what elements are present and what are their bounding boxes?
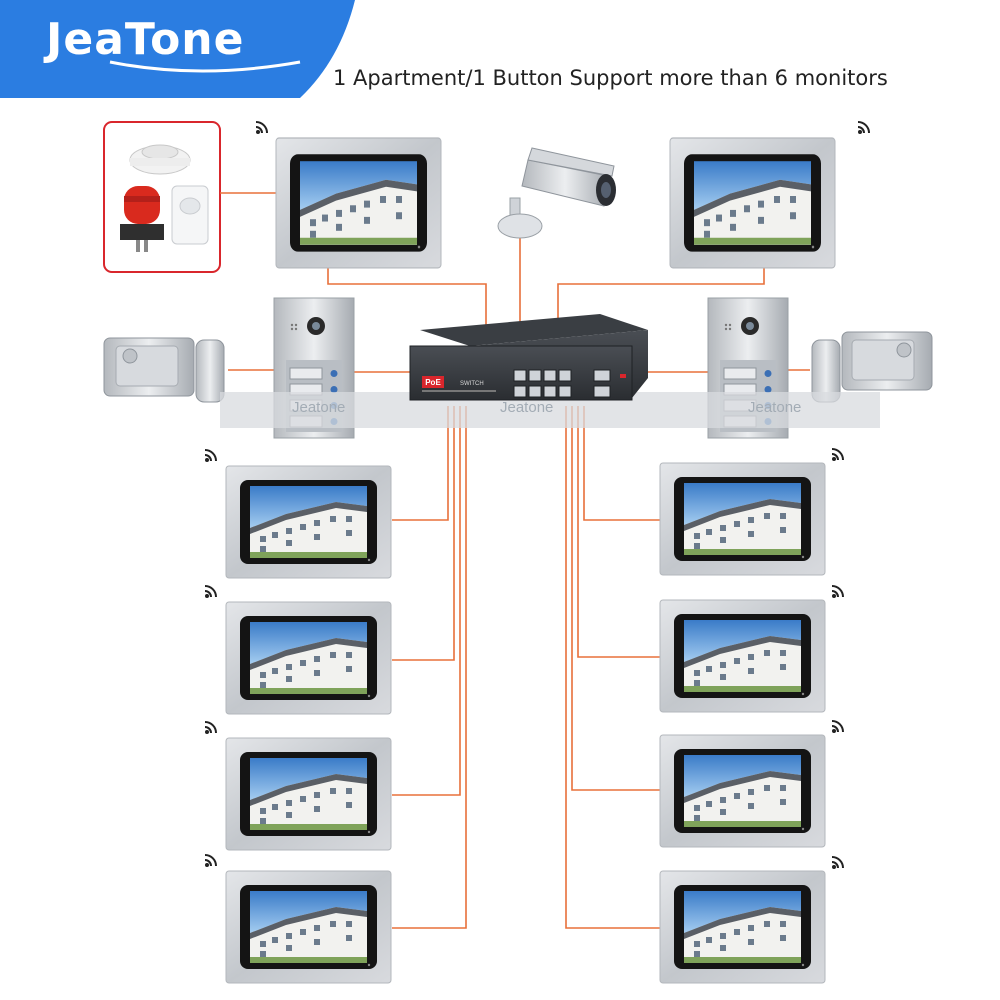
alarm-sensors-panel bbox=[103, 121, 221, 273]
wifi-icon bbox=[204, 585, 217, 599]
wifi-icon bbox=[831, 720, 844, 734]
watermark: Jeatone bbox=[748, 399, 801, 416]
call-button-indicator bbox=[764, 386, 772, 393]
poe-badge-text: PoE bbox=[425, 378, 441, 387]
poe-switch: PoE SWITCH bbox=[409, 314, 648, 401]
monitor-right-3 bbox=[659, 720, 844, 848]
monitor-left-3 bbox=[204, 721, 392, 851]
electric-lock-left-icon bbox=[103, 337, 225, 403]
monitor-right-1 bbox=[659, 448, 844, 576]
wifi-icon bbox=[255, 121, 268, 135]
ethernet-port bbox=[513, 385, 527, 398]
electric-lock-right-icon bbox=[811, 331, 933, 403]
brand-logo: JeaTone bbox=[46, 14, 245, 65]
wifi-icon bbox=[204, 854, 217, 868]
monitor-left-4 bbox=[204, 854, 392, 984]
strobe-siren-icon bbox=[120, 186, 164, 252]
wifi-icon bbox=[831, 448, 844, 462]
call-button-indicator bbox=[330, 386, 338, 393]
uplink-port bbox=[593, 369, 611, 382]
monitor-top-left bbox=[255, 121, 442, 269]
monitor-right-4 bbox=[659, 856, 844, 984]
call-button bbox=[289, 367, 323, 380]
call-button bbox=[723, 367, 757, 380]
ethernet-port bbox=[543, 369, 557, 382]
ethernet-port bbox=[528, 385, 542, 398]
ethernet-port bbox=[543, 385, 557, 398]
call-button-indicator bbox=[764, 370, 772, 377]
wifi-icon bbox=[204, 721, 217, 735]
uplink-port bbox=[593, 385, 611, 398]
bullet-camera-icon bbox=[497, 147, 616, 239]
watermark: Jeatone bbox=[292, 399, 345, 416]
wifi-icon bbox=[831, 585, 844, 599]
watermark: Jeatone bbox=[500, 399, 553, 416]
switch-label: SWITCH bbox=[460, 381, 484, 387]
monitor-top-right bbox=[669, 121, 870, 269]
smoke-detector-icon bbox=[129, 144, 191, 175]
switch-ports bbox=[513, 369, 626, 398]
power-led bbox=[620, 374, 626, 378]
wifi-icon bbox=[831, 856, 844, 870]
ethernet-port bbox=[513, 369, 527, 382]
brand-banner-shape bbox=[0, 0, 355, 98]
wifi-icon bbox=[204, 449, 217, 463]
ethernet-port bbox=[528, 369, 542, 382]
pir-motion-sensor-icon bbox=[171, 185, 209, 245]
poe-badge bbox=[422, 376, 444, 388]
headline: 1 Apartment/1 Button Support more than 6… bbox=[333, 66, 888, 90]
brand-swoosh bbox=[109, 60, 301, 73]
ethernet-port bbox=[558, 369, 572, 382]
monitor-left-1 bbox=[204, 449, 392, 579]
wiring bbox=[220, 192, 810, 929]
ethernet-port bbox=[558, 385, 572, 398]
monitor-right-2 bbox=[659, 585, 844, 713]
call-button-indicator bbox=[330, 370, 338, 377]
monitor-left-2 bbox=[204, 585, 392, 715]
wifi-icon bbox=[857, 121, 870, 135]
